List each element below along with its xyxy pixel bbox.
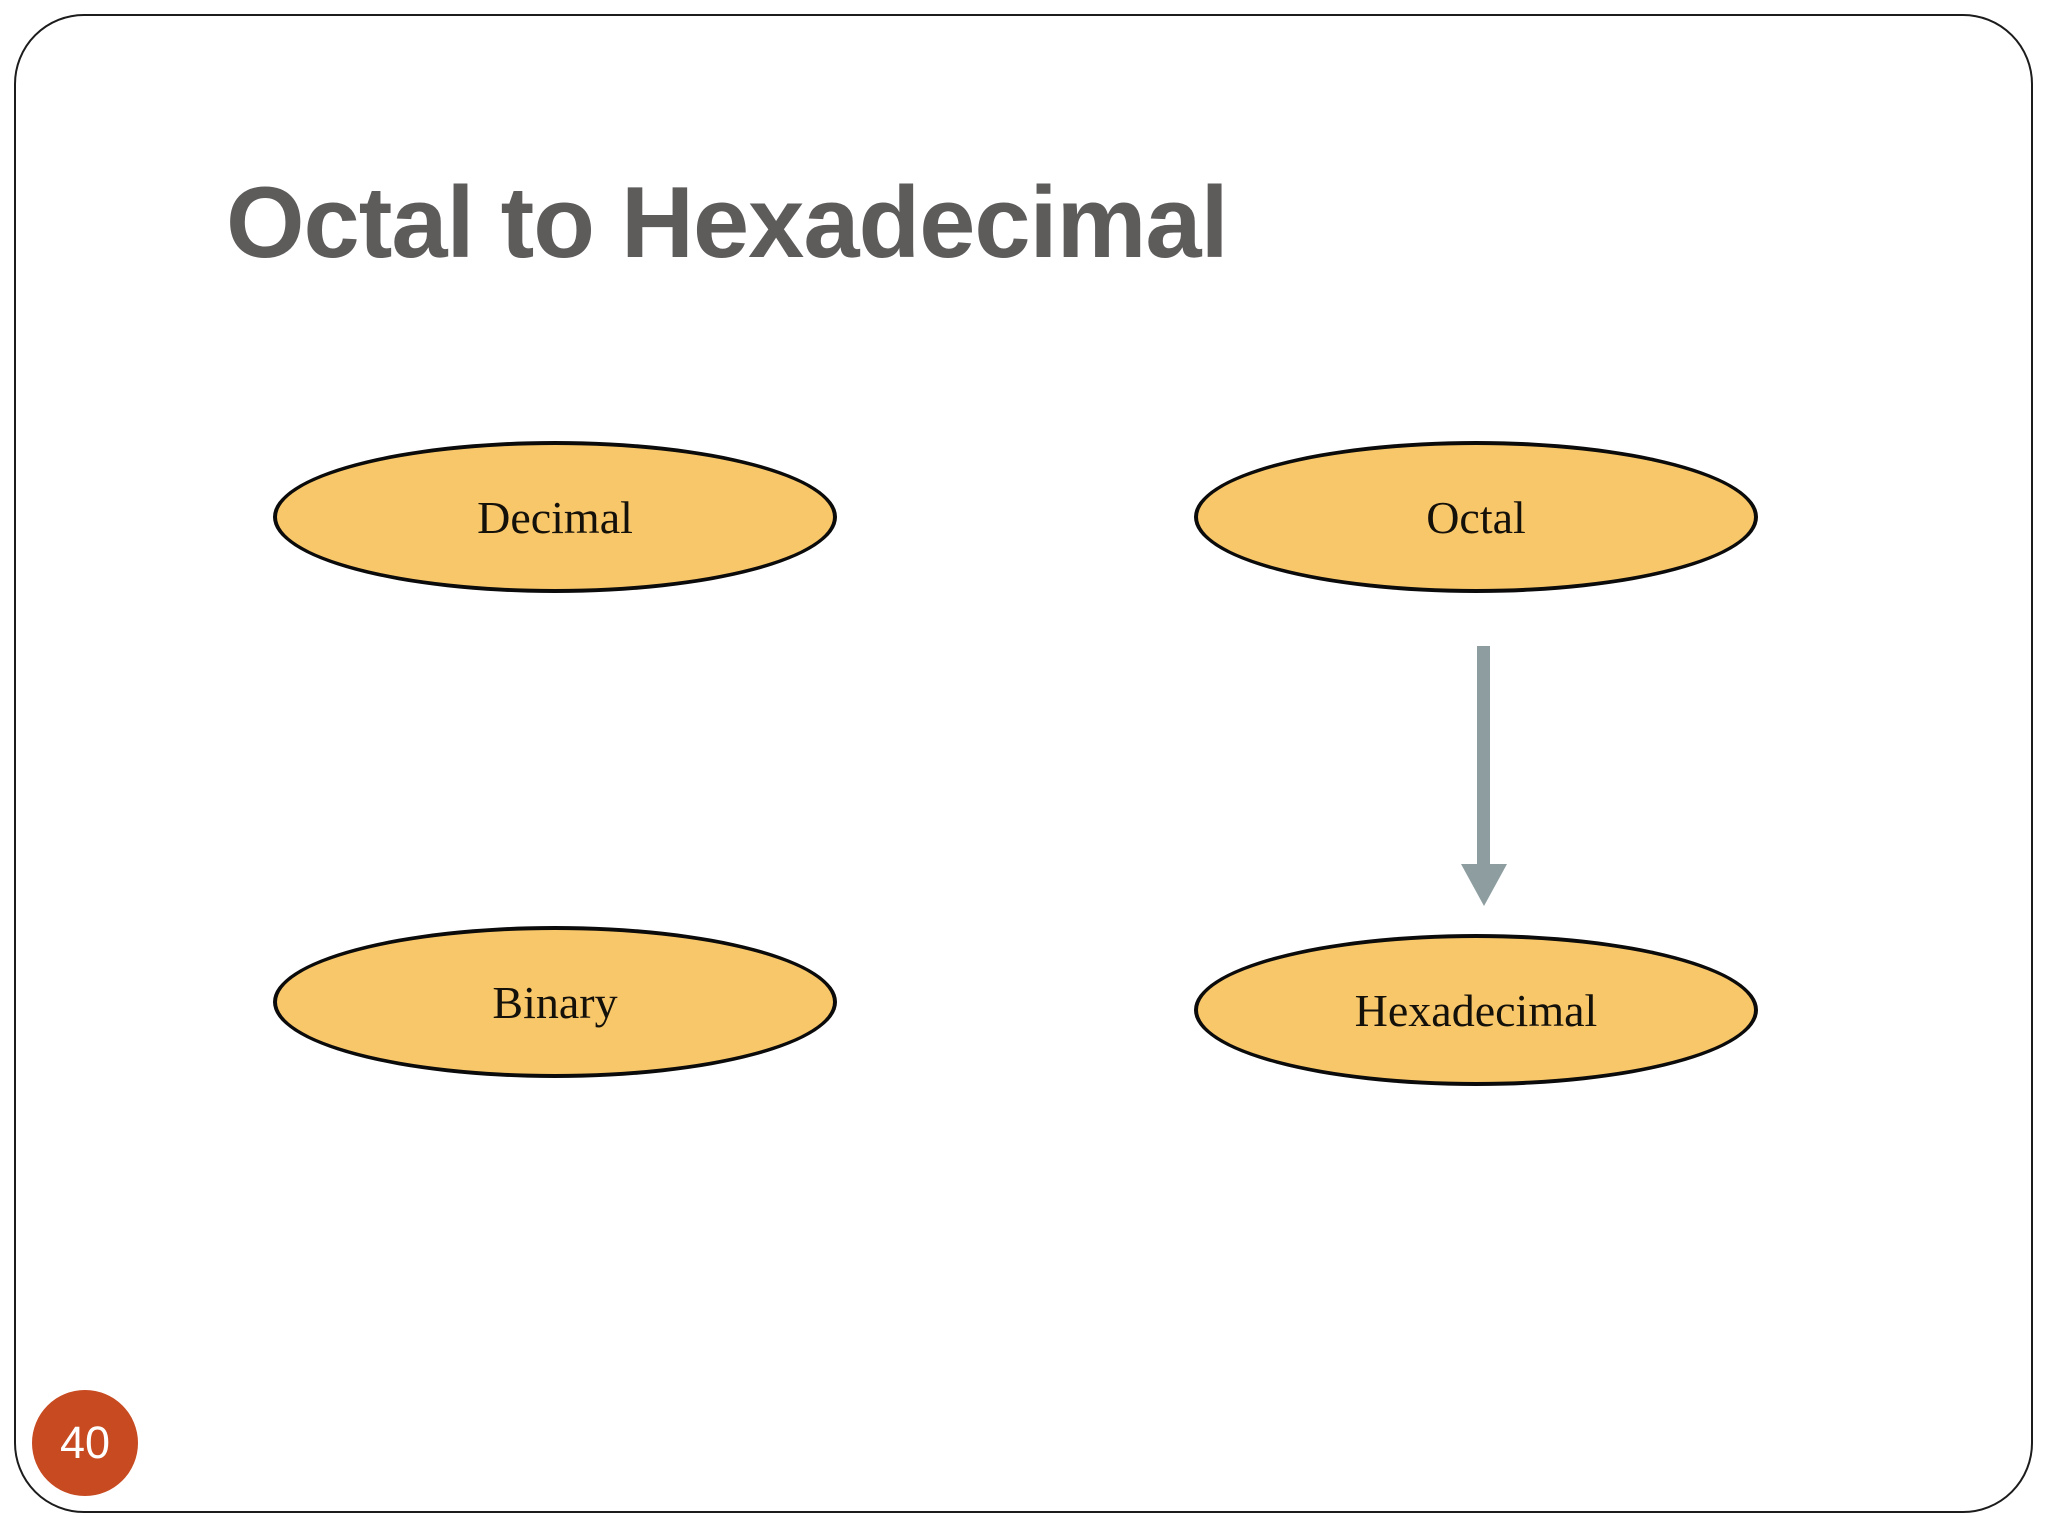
node-octal: Octal bbox=[1194, 441, 1758, 593]
node-hexadecimal-label: Hexadecimal bbox=[1354, 984, 1598, 1036]
slide-border-frame bbox=[14, 14, 2033, 1513]
slide-title: Octal to Hexadecimal bbox=[226, 167, 1229, 279]
page-number: 40 bbox=[59, 1417, 111, 1468]
node-octal-label: Octal bbox=[1426, 491, 1526, 543]
page-number-badge: 40 bbox=[32, 1390, 138, 1496]
node-decimal-label: Decimal bbox=[477, 491, 633, 543]
node-decimal: Decimal bbox=[273, 441, 837, 593]
node-binary-label: Binary bbox=[492, 976, 618, 1028]
node-binary: Binary bbox=[273, 926, 837, 1078]
node-hexadecimal: Hexadecimal bbox=[1194, 934, 1758, 1086]
down-arrow-icon bbox=[1461, 646, 1507, 906]
